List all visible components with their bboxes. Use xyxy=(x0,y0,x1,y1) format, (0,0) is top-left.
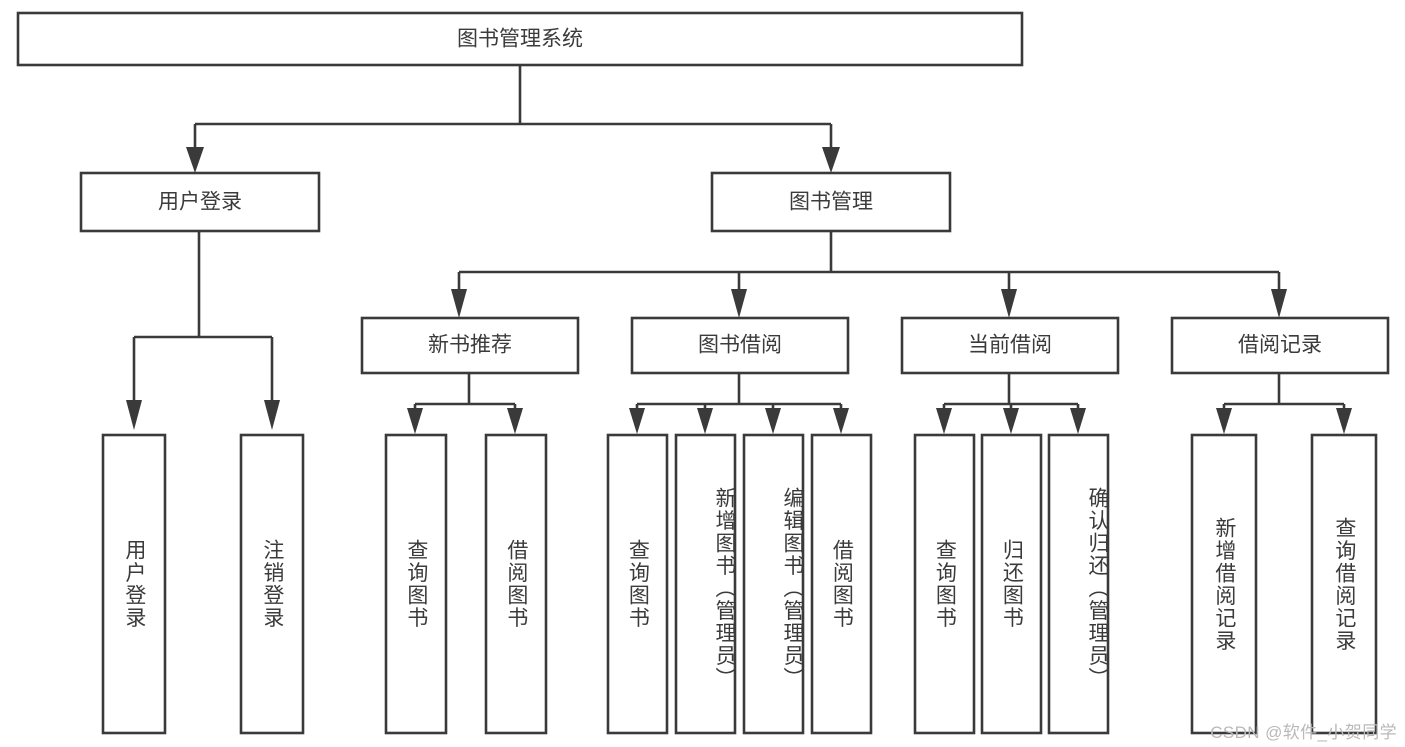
arrow-head-currentborrow-leaf-3 xyxy=(1070,408,1086,434)
arrow-head-to-book-borrow xyxy=(731,289,747,318)
arrow-head-to-current-borrow xyxy=(1001,289,1017,318)
csdn-watermark: CSDN @软件_小贺同学 xyxy=(1210,723,1397,742)
leaf-box-book-borrow-2[interactable] xyxy=(674,433,737,735)
node-current-borrow[interactable]: 当前借阅 xyxy=(900,316,1120,375)
leaf-box-book-borrow-1[interactable] xyxy=(606,433,669,735)
node-book-borrow[interactable]: 图书借阅 xyxy=(630,316,850,375)
node-root-system[interactable]: 图书管理系统 xyxy=(16,11,1024,67)
node-book-borrow-box[interactable] xyxy=(630,316,850,375)
node-new-book-recommend[interactable]: 新书推荐 xyxy=(360,316,580,375)
connector-group-book-borrow xyxy=(629,373,849,434)
leaf-box-book-borrow-4[interactable] xyxy=(810,433,873,735)
node-user-login[interactable]: 用户登录 xyxy=(79,171,321,233)
node-current-borrow-label: 当前借阅 xyxy=(968,334,1052,357)
node-borrow-records-label: 借阅记录 xyxy=(1238,334,1322,357)
arrow-head-to-borrow-records xyxy=(1271,289,1287,318)
connector-group-user-login xyxy=(126,231,280,430)
arrow-head-newbook-leaf-2 xyxy=(507,408,523,434)
node-user-login-box[interactable] xyxy=(79,171,321,233)
node-current-borrow-box[interactable] xyxy=(900,316,1120,375)
node-book-borrow-label: 图书借阅 xyxy=(698,334,782,357)
leaf-box-user-login-1[interactable] xyxy=(101,433,167,735)
node-user-login-label: 用户登录 xyxy=(158,191,242,214)
connector-group-book-manage xyxy=(451,231,1287,318)
leaf-box-new-book-1[interactable] xyxy=(384,433,448,735)
node-new-book-recommend-label: 新书推荐 xyxy=(428,334,512,357)
node-borrow-records-box[interactable] xyxy=(1170,316,1390,375)
arrow-head-to-user-login xyxy=(186,147,204,173)
arrow-head-to-book-manage xyxy=(822,147,840,173)
leaf-box-book-borrow-3[interactable] xyxy=(742,433,805,735)
leaf-box-user-login-2[interactable] xyxy=(239,433,305,735)
leaf-box-new-book-2[interactable] xyxy=(484,433,548,735)
node-book-manage-box[interactable] xyxy=(710,171,952,233)
arrow-head-bookborrow-leaf-2 xyxy=(697,408,713,434)
node-root-system-label: 图书管理系统 xyxy=(457,28,583,51)
arrow-head-to-new-book xyxy=(451,289,467,318)
arrow-head-currentborrow-leaf-1 xyxy=(936,408,952,434)
connector-group-current-borrow xyxy=(936,373,1086,434)
leaf-box-current-borrow-1[interactable] xyxy=(913,433,976,735)
arrow-head-userlogin-leaf-2 xyxy=(264,400,280,430)
node-book-manage[interactable]: 图书管理 xyxy=(710,171,952,233)
connector-group-borrow-records xyxy=(1216,373,1352,434)
node-borrow-records[interactable]: 借阅记录 xyxy=(1170,316,1390,375)
arrow-head-bookborrow-leaf-4 xyxy=(833,408,849,434)
arrow-head-newbook-leaf-1 xyxy=(407,408,423,434)
connector-group-new-book xyxy=(407,373,523,434)
leaf-box-borrow-records-2[interactable] xyxy=(1310,433,1378,735)
node-new-book-recommend-box[interactable] xyxy=(360,316,580,375)
connector-group-root xyxy=(186,65,840,173)
arrow-head-currentborrow-leaf-2 xyxy=(1003,408,1019,434)
leaf-box-current-borrow-3[interactable] xyxy=(1047,433,1110,735)
arrow-head-bookborrow-leaf-1 xyxy=(629,408,645,434)
arrow-head-borrowrecords-leaf-1 xyxy=(1216,408,1232,434)
arrow-head-userlogin-leaf-1 xyxy=(126,400,142,430)
leaf-box-borrow-records-1[interactable] xyxy=(1190,433,1258,735)
leaf-box-current-borrow-2[interactable] xyxy=(980,433,1043,735)
arrow-head-borrowrecords-leaf-2 xyxy=(1336,408,1352,434)
node-root-system-box[interactable] xyxy=(16,11,1024,67)
arrow-head-bookborrow-leaf-3 xyxy=(765,408,781,434)
node-book-manage-label: 图书管理 xyxy=(789,191,873,214)
